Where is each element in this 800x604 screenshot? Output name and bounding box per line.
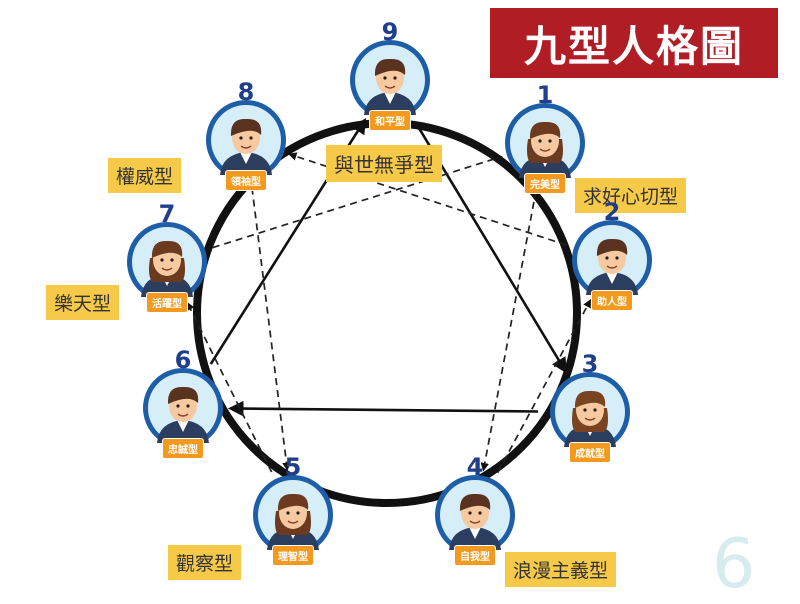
label-authority: 權威型	[108, 158, 182, 193]
type-tag-2: 助人型	[591, 290, 633, 311]
node-type-4	[435, 475, 515, 555]
type-tag-3: 成就型	[569, 442, 611, 463]
type-number-9: 9	[381, 18, 399, 46]
label-romantic: 浪漫主義型	[505, 552, 617, 587]
type-tag-8: 領袖型	[225, 170, 267, 191]
type-tag-4: 自我型	[454, 545, 496, 566]
person-avatar-icon	[157, 386, 209, 443]
center-label: 與世無爭型	[326, 145, 442, 182]
person-avatar-icon	[220, 118, 272, 175]
node-type-6	[143, 368, 223, 448]
type-nodes	[127, 40, 652, 555]
type-number-5: 5	[284, 453, 302, 481]
type-number-8: 8	[237, 78, 255, 106]
label-optimist: 樂天型	[46, 285, 120, 320]
dashed-arrow-8-5	[251, 187, 291, 472]
node-type-2	[572, 220, 652, 300]
person-avatar-icon	[267, 493, 319, 550]
type-number-4: 4	[466, 453, 484, 481]
person-avatar-icon	[364, 58, 416, 115]
dashed-arrow-4-2	[496, 299, 592, 474]
node-type-8	[206, 100, 286, 180]
diagram-title: 九型人格圖	[490, 8, 778, 78]
type-tag-5: 理智型	[272, 545, 314, 566]
label-observer: 觀察型	[168, 545, 242, 580]
type-number-7: 7	[158, 200, 176, 228]
type-tag-6: 忠誠型	[162, 438, 204, 459]
person-avatar-icon	[449, 493, 501, 550]
person-avatar-icon	[586, 238, 638, 295]
dashed-arrow-5-7	[186, 301, 273, 473]
type-number-3: 3	[581, 350, 599, 378]
node-type-9	[350, 40, 430, 120]
type-tag-1: 完美型	[524, 173, 566, 194]
node-type-5	[253, 475, 333, 555]
type-number-2: 2	[603, 198, 621, 226]
label-help: 求好心切型	[575, 178, 687, 213]
person-avatar-icon	[141, 240, 193, 297]
person-avatar-icon	[519, 121, 571, 178]
person-avatar-icon	[564, 390, 616, 447]
node-type-1	[505, 103, 585, 183]
type-tag-9: 和平型	[369, 110, 411, 131]
type-tag-7: 活躍型	[146, 292, 188, 313]
dashed-arrow-7-1	[212, 154, 503, 249]
type-number-6: 6	[174, 346, 192, 374]
page-number-watermark: 6	[712, 525, 756, 604]
type-number-1: 1	[536, 81, 554, 109]
node-type-3	[550, 372, 630, 452]
node-type-7	[127, 222, 207, 302]
solid-arrow-3-6	[227, 400, 539, 417]
